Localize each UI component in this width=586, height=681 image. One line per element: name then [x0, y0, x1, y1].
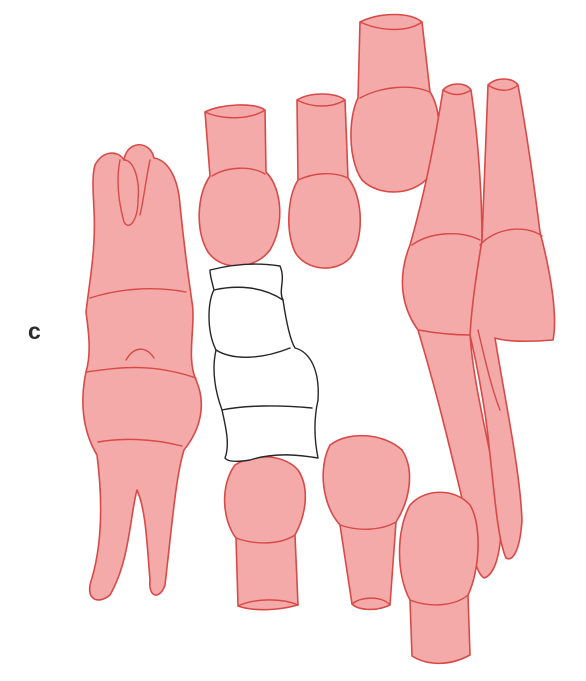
upper-premolar-1	[199, 105, 280, 266]
outlined-bone-block	[209, 264, 318, 461]
lower-canine	[400, 492, 479, 663]
upper-canine	[351, 15, 439, 192]
upper-premolar-2	[289, 94, 360, 268]
lower-premolar-2	[323, 436, 409, 610]
left-molar	[83, 145, 201, 600]
lower-premolar-1	[225, 457, 306, 610]
